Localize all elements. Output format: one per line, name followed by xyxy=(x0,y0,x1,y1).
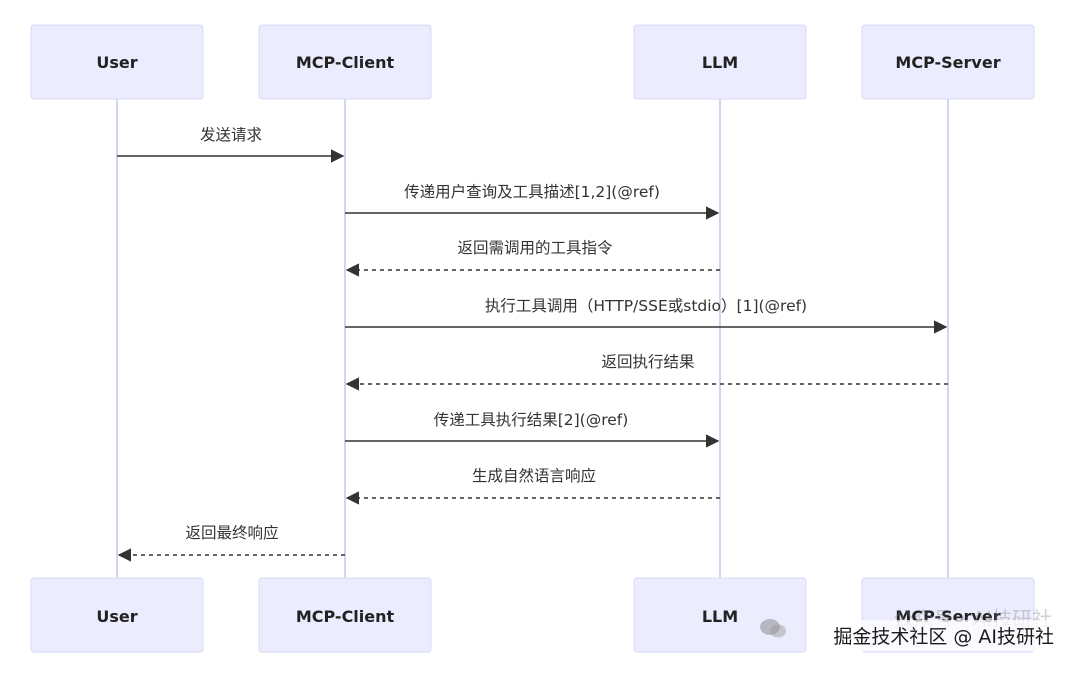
actor-user-top: User xyxy=(30,24,204,100)
actor-llm-top: LLM xyxy=(633,24,807,100)
message-7: 生成自然语言响应 xyxy=(345,466,720,505)
actor-label: MCP-Client xyxy=(296,53,395,72)
message-label: 执行工具调用（HTTP/SSE或stdio）[1](@ref) xyxy=(485,297,807,315)
message-label: 传递工具执行结果[2](@ref) xyxy=(434,411,629,429)
wechat-logo-icon xyxy=(760,619,786,638)
actor-label: MCP-Client xyxy=(296,607,395,626)
message-2: 传递用户查询及工具描述[1,2](@ref) xyxy=(345,183,720,220)
actor-llm-bottom: LLM xyxy=(633,577,807,653)
actor-label: LLM xyxy=(702,53,738,72)
actor-mcp-client-bottom: MCP-Client xyxy=(258,577,432,653)
message-label: 生成自然语言响应 xyxy=(472,466,596,485)
actor-label: User xyxy=(96,53,137,72)
message-8: 返回最终响应 xyxy=(117,523,345,562)
actors-bottom: User MCP-Client LLM MCP-Server xyxy=(30,577,1035,653)
message-1: 发送请求 xyxy=(117,126,345,163)
messages: 发送请求 传递用户查询及工具描述[1,2](@ref) 返回需调用的工具指令 执… xyxy=(117,126,948,562)
lifelines xyxy=(116,99,949,578)
message-label: 发送请求 xyxy=(200,126,262,144)
actor-user-bottom: User xyxy=(30,577,204,653)
actor-mcp-client-top: MCP-Client xyxy=(258,24,432,100)
message-4: 执行工具调用（HTTP/SSE或stdio）[1](@ref) xyxy=(345,297,948,334)
message-label: 传递用户查询及工具描述[1,2](@ref) xyxy=(404,183,660,201)
message-label: 返回需调用的工具指令 xyxy=(457,239,613,257)
message-5: 返回执行结果 xyxy=(345,353,948,391)
actor-label: User xyxy=(96,607,137,626)
actor-mcp-server-top: MCP-Server xyxy=(861,24,1035,100)
actors-top: User MCP-Client LLM MCP-Server xyxy=(30,24,1035,100)
actor-label: MCP-Server xyxy=(895,53,1000,72)
watermark: 掘金技术社区 @ AI技研社 xyxy=(829,620,1058,651)
message-3: 返回需调用的工具指令 xyxy=(345,239,720,277)
actor-label: LLM xyxy=(702,607,738,626)
message-label: 返回执行结果 xyxy=(601,353,694,371)
message-label: 返回最终响应 xyxy=(185,523,278,542)
message-6: 传递工具执行结果[2](@ref) xyxy=(345,411,720,448)
